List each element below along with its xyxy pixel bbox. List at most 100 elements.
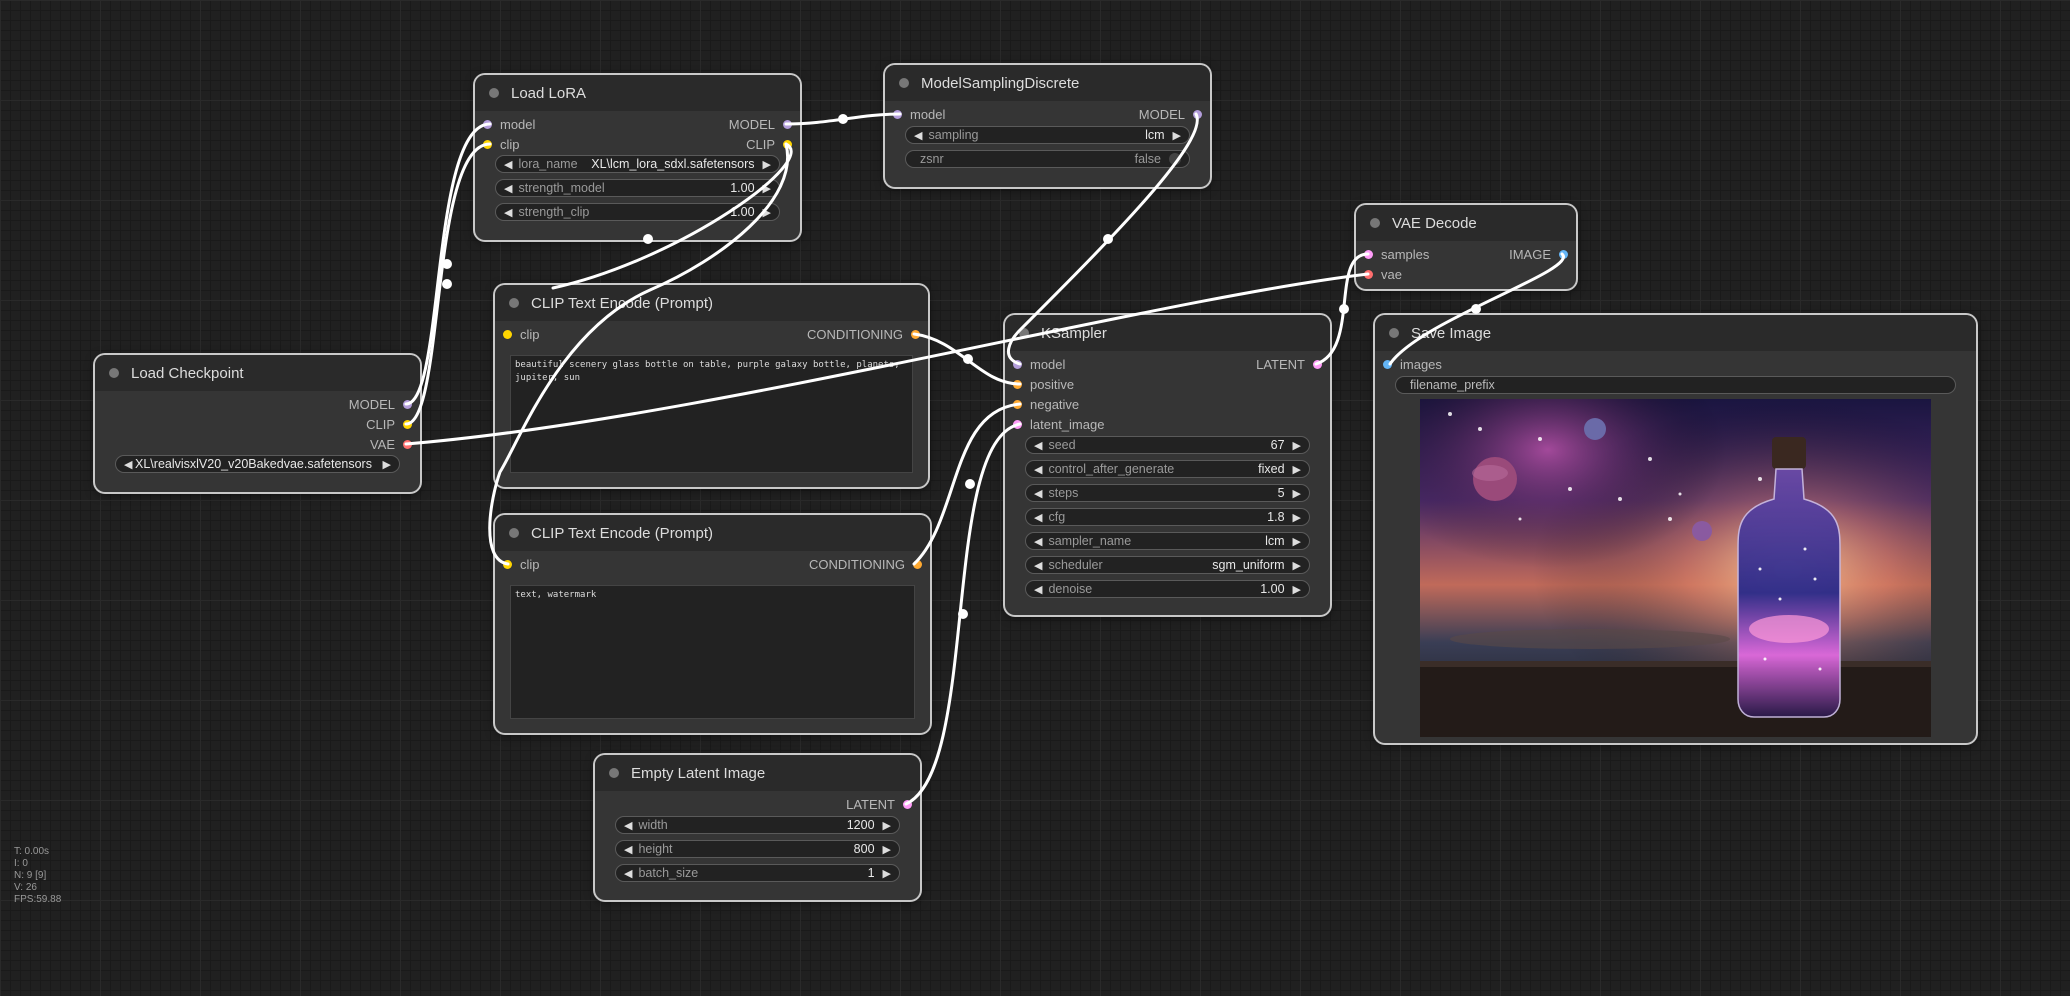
slot-dot-icon[interactable] <box>783 139 792 149</box>
slot-dot-icon[interactable] <box>783 119 792 129</box>
node-load-checkpoint[interactable]: Load Checkpoint MODEL CLIP VAE ◀ XL\real… <box>95 355 420 492</box>
widget-ckpt-name[interactable]: ◀ XL\realvisxlV20_v20Bakedvae.safetensor… <box>115 455 400 473</box>
output-model[interactable]: MODEL <box>349 394 412 414</box>
input-model[interactable]: model <box>1013 354 1065 374</box>
output-clip[interactable]: CLIP <box>366 414 412 434</box>
widget-scheduler[interactable]: ◀ scheduler sgm_uniform ▶ <box>1025 556 1310 574</box>
collapse-dot-icon[interactable] <box>489 88 499 98</box>
arrow-right-icon[interactable]: ▶ <box>882 819 891 832</box>
output-vae[interactable]: VAE <box>370 434 412 454</box>
node-clip-text-encode-negative[interactable]: CLIP Text Encode (Prompt) clip CONDITION… <box>495 515 930 733</box>
arrow-left-icon[interactable]: ◀ <box>624 819 633 832</box>
input-samples[interactable]: samples <box>1364 244 1429 264</box>
node-header[interactable]: Empty Latent Image <box>595 755 920 791</box>
input-model[interactable]: model <box>483 114 535 134</box>
prompt-textarea[interactable]: beautiful scenery glass bottle on table,… <box>510 355 913 473</box>
input-latent-image[interactable]: latent_image <box>1013 414 1104 434</box>
input-clip[interactable]: clip <box>503 324 540 344</box>
collapse-dot-icon[interactable] <box>1389 328 1399 338</box>
node-load-lora[interactable]: Load LoRA model clip MODEL CLIP ◀ lora_n… <box>475 75 800 240</box>
input-positive[interactable]: positive <box>1013 374 1074 394</box>
prompt-textarea[interactable]: text, watermark <box>510 585 915 719</box>
slot-dot-icon[interactable] <box>503 329 512 339</box>
arrow-left-icon[interactable]: ◀ <box>624 843 633 856</box>
output-model[interactable]: MODEL <box>729 114 792 134</box>
slot-dot-icon[interactable] <box>911 329 920 339</box>
arrow-left-icon[interactable]: ◀ <box>914 129 923 142</box>
arrow-right-icon[interactable]: ▶ <box>382 458 391 471</box>
image-preview[interactable] <box>1420 399 1931 737</box>
widget-sampler-name[interactable]: ◀ sampler_name lcm ▶ <box>1025 532 1310 550</box>
slot-dot-icon[interactable] <box>1013 399 1022 409</box>
input-negative[interactable]: negative <box>1013 394 1079 414</box>
node-header[interactable]: ModelSamplingDiscrete <box>885 65 1210 101</box>
arrow-left-icon[interactable]: ◀ <box>1034 511 1043 524</box>
arrow-left-icon[interactable]: ◀ <box>1034 583 1043 596</box>
arrow-right-icon[interactable]: ▶ <box>762 206 771 219</box>
arrow-left-icon[interactable]: ◀ <box>1034 487 1043 500</box>
collapse-dot-icon[interactable] <box>609 768 619 778</box>
collapse-dot-icon[interactable] <box>1019 328 1029 338</box>
output-conditioning[interactable]: CONDITIONING <box>809 554 922 574</box>
slot-dot-icon[interactable] <box>903 799 912 809</box>
arrow-left-icon[interactable]: ◀ <box>504 206 513 219</box>
slot-dot-icon[interactable] <box>403 399 412 409</box>
slot-dot-icon[interactable] <box>1013 379 1022 389</box>
toggle-knob-icon[interactable] <box>1169 153 1181 165</box>
arrow-right-icon[interactable]: ▶ <box>1292 439 1301 452</box>
arrow-right-icon[interactable]: ▶ <box>882 867 891 880</box>
node-header[interactable]: Save Image <box>1375 315 1976 351</box>
slot-dot-icon[interactable] <box>1013 419 1022 429</box>
collapse-dot-icon[interactable] <box>509 298 519 308</box>
slot-dot-icon[interactable] <box>1559 249 1568 259</box>
output-conditioning[interactable]: CONDITIONING <box>807 324 920 344</box>
node-model-sampling-discrete[interactable]: ModelSamplingDiscrete model MODEL ◀ samp… <box>885 65 1210 187</box>
output-clip[interactable]: CLIP <box>746 134 792 154</box>
arrow-right-icon[interactable]: ▶ <box>1292 583 1301 596</box>
slot-dot-icon[interactable] <box>1383 359 1392 369</box>
arrow-right-icon[interactable]: ▶ <box>1292 487 1301 500</box>
collapse-dot-icon[interactable] <box>109 368 119 378</box>
widget-seed[interactable]: ◀ seed 67 ▶ <box>1025 436 1310 454</box>
output-image[interactable]: IMAGE <box>1509 244 1568 264</box>
output-latent[interactable]: LATENT <box>1256 354 1322 374</box>
arrow-right-icon[interactable]: ▶ <box>762 158 771 171</box>
arrow-left-icon[interactable]: ◀ <box>124 458 133 471</box>
arrow-right-icon[interactable]: ▶ <box>1292 559 1301 572</box>
widget-batch-size[interactable]: ◀ batch_size 1 ▶ <box>615 864 900 882</box>
arrow-left-icon[interactable]: ◀ <box>504 158 513 171</box>
collapse-dot-icon[interactable] <box>509 528 519 538</box>
arrow-left-icon[interactable]: ◀ <box>1034 535 1043 548</box>
widget-strength-clip[interactable]: ◀ strength_clip 1.00 ▶ <box>495 203 780 221</box>
widget-zsnr-toggle[interactable]: zsnr false <box>905 150 1190 168</box>
slot-dot-icon[interactable] <box>893 109 902 119</box>
arrow-right-icon[interactable]: ▶ <box>1292 463 1301 476</box>
input-clip[interactable]: clip <box>503 554 540 574</box>
arrow-right-icon[interactable]: ▶ <box>1292 535 1301 548</box>
slot-dot-icon[interactable] <box>1364 269 1373 279</box>
output-model[interactable]: MODEL <box>1139 104 1202 124</box>
node-header[interactable]: KSampler <box>1005 315 1330 351</box>
node-ksampler[interactable]: KSampler model positive negative latent_… <box>1005 315 1330 615</box>
output-latent[interactable]: LATENT <box>846 794 912 814</box>
widget-strength-model[interactable]: ◀ strength_model 1.00 ▶ <box>495 179 780 197</box>
arrow-left-icon[interactable]: ◀ <box>1034 463 1043 476</box>
node-header[interactable]: Load Checkpoint <box>95 355 420 391</box>
node-header[interactable]: VAE Decode <box>1356 205 1576 241</box>
arrow-right-icon[interactable]: ▶ <box>1172 129 1181 142</box>
collapse-dot-icon[interactable] <box>899 78 909 88</box>
widget-cfg[interactable]: ◀ cfg 1.8 ▶ <box>1025 508 1310 526</box>
slot-dot-icon[interactable] <box>913 559 922 569</box>
arrow-left-icon[interactable]: ◀ <box>504 182 513 195</box>
arrow-left-icon[interactable]: ◀ <box>1034 439 1043 452</box>
slot-dot-icon[interactable] <box>503 559 512 569</box>
arrow-left-icon[interactable]: ◀ <box>1034 559 1043 572</box>
slot-dot-icon[interactable] <box>1313 359 1322 369</box>
input-vae[interactable]: vae <box>1364 264 1402 284</box>
node-header[interactable]: Load LoRA <box>475 75 800 111</box>
arrow-left-icon[interactable]: ◀ <box>624 867 633 880</box>
widget-control-after-generate[interactable]: ◀ control_after_generate fixed ▶ <box>1025 460 1310 478</box>
arrow-right-icon[interactable]: ▶ <box>1292 511 1301 524</box>
arrow-right-icon[interactable]: ▶ <box>762 182 771 195</box>
widget-steps[interactable]: ◀ steps 5 ▶ <box>1025 484 1310 502</box>
